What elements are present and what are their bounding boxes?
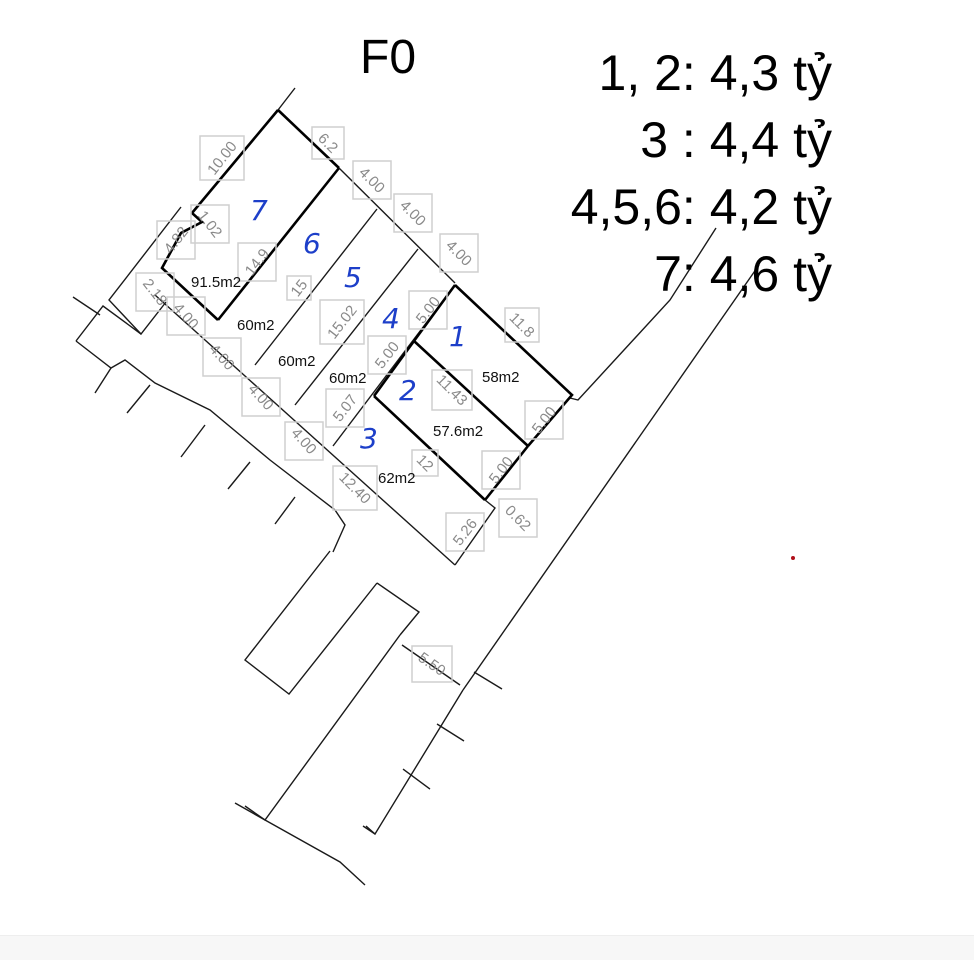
dim-4-00-a: 4.00 xyxy=(352,160,392,200)
dim-5-00-a: 5.00 xyxy=(408,290,448,330)
plot-1-area: 58m2 xyxy=(482,369,520,386)
price-list: 1, 2: 4,3 tỷ 3 : 4,4 tỷ 4,5,6: 4,2 tỷ 7:… xyxy=(571,40,832,308)
bottom-bar xyxy=(0,935,974,960)
dim-11-8: 11.8 xyxy=(504,307,540,343)
dim-5-00-c: 5.00 xyxy=(524,400,564,440)
svg-text:15: 15 xyxy=(288,276,312,300)
plot-3-area: 62m2 xyxy=(378,470,416,487)
dim-11-43: 11.43 xyxy=(431,369,473,411)
price-line-plots-1-2: 1, 2: 4,3 tỷ xyxy=(598,45,832,101)
plot-number-7: 7 xyxy=(250,194,268,227)
dim-4-00-f: 4.00 xyxy=(241,377,281,417)
price-line-plot-7: 7: 4,6 tỷ xyxy=(654,246,832,302)
plot-boundaries xyxy=(160,109,574,566)
plot-4-area: 60m2 xyxy=(329,370,367,387)
dim-15: 15 xyxy=(286,275,312,301)
dim-14-9: 14.9 xyxy=(237,242,277,282)
dim-12-40: 12.40 xyxy=(332,465,378,511)
plot-number-6: 6 xyxy=(303,227,321,260)
dim-12: 12 xyxy=(411,449,439,477)
plot-number-4: 4 xyxy=(382,302,400,335)
dim-10-00: 10.00 xyxy=(199,135,245,181)
dimension-labels: 10.00 6.2 4.00 4.00 4.00 1.02 4.82 14.9 … xyxy=(135,126,564,683)
price-line-plots-4-5-6: 4,5,6: 4,2 tỷ xyxy=(570,179,832,235)
price-line-plot-3: 3 : 4,4 tỷ xyxy=(640,112,832,168)
dim-5-00-b: 5.00 xyxy=(367,335,407,375)
red-dot-marker xyxy=(791,556,795,560)
plot-7-area: 91.5m2 xyxy=(191,274,241,291)
plot-numbers: 7 6 5 4 1 2 3 xyxy=(250,194,467,455)
dim-6-2: 6.2 xyxy=(311,126,345,160)
dim-4-00-c: 4.00 xyxy=(439,233,479,273)
dim-4-00-e: 4.00 xyxy=(202,337,242,377)
dim-4-00-b: 4.00 xyxy=(393,193,433,233)
area-labels: 91.5m2 60m2 60m2 60m2 58m2 57.6m2 62m2 xyxy=(191,274,520,487)
plot-6-area: 60m2 xyxy=(237,317,275,334)
dim-1-02: 1.02 xyxy=(190,204,230,244)
dim-0-62: 0.62 xyxy=(498,498,538,538)
dim-5-26: 5.26 xyxy=(445,512,485,552)
dim-4-82: 4.82 xyxy=(156,220,196,260)
dim-4-00-d: 4.00 xyxy=(166,296,206,336)
dim-5-00-d: 5.00 xyxy=(481,450,521,490)
plot-number-2: 2 xyxy=(399,374,417,407)
plot-5-area: 60m2 xyxy=(278,353,316,370)
dim-4-00-g: 4.00 xyxy=(284,421,324,461)
dim-15-02: 15.02 xyxy=(319,299,365,345)
plot-number-5: 5 xyxy=(344,261,362,294)
context-lines xyxy=(72,87,760,886)
plot-number-1: 1 xyxy=(449,320,467,353)
dim-5-07: 5.07 xyxy=(325,388,365,428)
plot-number-3: 3 xyxy=(360,422,378,455)
plot-2-area: 57.6m2 xyxy=(433,423,483,440)
dim-5-50: 5.50 xyxy=(411,645,453,683)
dim-2-18: 2.18 xyxy=(135,272,175,312)
drawing-title: F0 xyxy=(360,31,417,84)
